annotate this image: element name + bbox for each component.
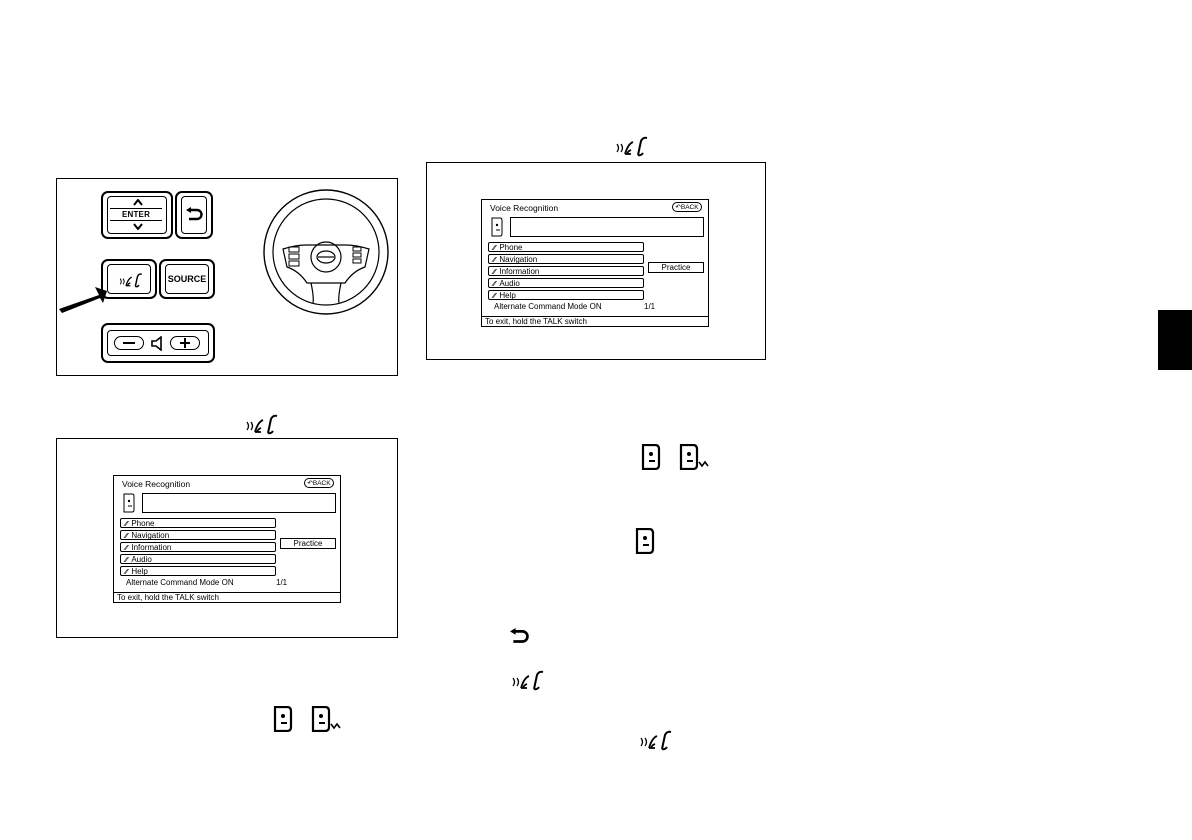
recognition-display	[142, 493, 336, 513]
source-button-face: SOURCE	[165, 264, 209, 294]
voice-recognition-screen: Voice Recognition ↶BACK ⁄⁄ Phone ⁄⁄ Naviga…	[481, 199, 709, 327]
practice-button[interactable]: Practice	[280, 538, 336, 549]
listening-icon	[122, 493, 136, 513]
back-button-face	[181, 196, 207, 234]
source-button[interactable]: SOURCE	[159, 259, 215, 299]
page-indicator: 1/1	[644, 302, 655, 311]
minus-icon	[123, 342, 135, 344]
voice-icon: ⁄⁄	[125, 557, 127, 564]
list-item[interactable]: ⁄⁄ Navigation	[488, 254, 644, 264]
back-button[interactable]: ↶BACK	[304, 478, 334, 488]
talk-button[interactable]	[101, 259, 157, 299]
enter-button[interactable]: ENTER	[107, 196, 167, 234]
steering-wheel-icon	[261, 187, 391, 317]
page-indicator: 1/1	[276, 578, 287, 587]
list-item[interactable]: ⁄⁄ Help	[488, 290, 644, 300]
talk-phone-icon	[510, 668, 546, 692]
vr-figure-left: Voice Recognition ↶BACK ⁄⁄ Phone ⁄⁄ Naviga…	[56, 438, 398, 638]
item-label: Navigation	[131, 531, 169, 540]
speaker-icon	[151, 336, 165, 351]
down-arrow-icon	[133, 223, 143, 230]
item-label: Phone	[499, 243, 522, 252]
mode-status: Alternate Command Mode ON	[126, 578, 234, 587]
back-arrow-icon	[185, 207, 203, 223]
talk-button-face	[107, 264, 151, 294]
item-label: Information	[499, 267, 539, 276]
item-label: Help	[131, 567, 147, 576]
talk-phone-icon	[614, 134, 650, 158]
up-arrow-icon	[133, 199, 143, 206]
item-label: Audio	[131, 555, 151, 564]
item-label: Phone	[131, 519, 154, 528]
talk-phone-icon	[118, 271, 144, 289]
item-label: Information	[131, 543, 171, 552]
back-button[interactable]: ↶BACK	[672, 202, 702, 212]
listening-icon	[634, 528, 656, 554]
talk-phone-icon	[638, 728, 674, 752]
voice-icon: ⁄⁄	[493, 257, 495, 264]
voice-icon: ⁄⁄	[125, 533, 127, 540]
speaking-icon	[678, 444, 710, 470]
item-label: Navigation	[499, 255, 537, 264]
item-label: Audio	[499, 279, 519, 288]
volume-up-button[interactable]	[170, 336, 200, 350]
voice-icon: ⁄⁄	[125, 545, 127, 552]
voice-icon: ⁄⁄	[493, 245, 495, 252]
list-item[interactable]: ⁄⁄ Help	[120, 566, 276, 576]
section-tab	[1158, 310, 1192, 370]
list-item[interactable]: ⁄⁄ Navigation	[120, 530, 276, 540]
source-label: SOURCE	[166, 274, 208, 284]
speaking-icon	[310, 706, 342, 732]
listening-icon	[490, 217, 504, 237]
voice-icon: ⁄⁄	[493, 281, 495, 288]
list-item[interactable]: ⁄⁄ Information	[120, 542, 276, 552]
list-item[interactable]: ⁄⁄ Information	[488, 266, 644, 276]
back-label: BACK	[313, 480, 331, 487]
volume-button-face	[107, 330, 209, 356]
screen-title: Voice Recognition	[122, 479, 190, 489]
voice-icon: ⁄⁄	[125, 569, 127, 576]
volume-button-group	[101, 323, 215, 363]
back-button[interactable]	[175, 191, 213, 239]
list-item[interactable]: ⁄⁄ Audio	[488, 278, 644, 288]
voice-icon: ⁄⁄	[493, 293, 495, 300]
listening-icon	[272, 706, 294, 732]
enter-button-group: ENTER	[101, 191, 173, 239]
list-item[interactable]: ⁄⁄ Phone	[120, 518, 276, 528]
list-item[interactable]: ⁄⁄ Phone	[488, 242, 644, 252]
item-label: Help	[499, 291, 515, 300]
voice-recognition-screen: Voice Recognition ↶BACK ⁄⁄ Phone ⁄⁄ Naviga…	[113, 475, 341, 603]
back-label: BACK	[681, 204, 699, 211]
enter-divider-bottom	[110, 220, 162, 221]
controls-figure: ENTER SOURCE	[56, 178, 398, 376]
enter-divider-top	[110, 208, 162, 209]
enter-label: ENTER	[108, 210, 164, 219]
list-item[interactable]: ⁄⁄ Audio	[120, 554, 276, 564]
practice-button[interactable]: Practice	[648, 262, 704, 273]
listening-icon	[640, 444, 662, 470]
status-bar: To exit, hold the TALK switch	[114, 592, 340, 602]
mode-status: Alternate Command Mode ON	[494, 302, 602, 311]
status-bar: To exit, hold the TALK switch	[482, 316, 708, 326]
volume-down-button[interactable]	[114, 336, 144, 350]
screen-title: Voice Recognition	[490, 203, 558, 213]
voice-icon: ⁄⁄	[125, 521, 127, 528]
voice-icon: ⁄⁄	[493, 269, 495, 276]
talk-phone-icon	[244, 412, 280, 436]
plus-icon	[179, 338, 191, 348]
back-arrow-icon	[508, 628, 530, 646]
vr-figure-right: Voice Recognition ↶BACK ⁄⁄ Phone ⁄⁄ Naviga…	[426, 162, 766, 360]
recognition-display	[510, 217, 704, 237]
pointer-arrow-icon	[59, 279, 107, 313]
